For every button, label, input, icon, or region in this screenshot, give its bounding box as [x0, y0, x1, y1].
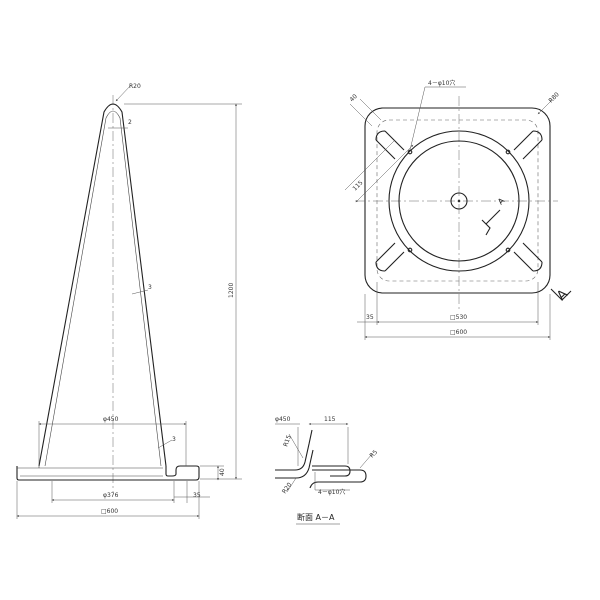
svg-text:A: A	[496, 196, 507, 207]
flange-label: 35	[193, 492, 201, 499]
base-thickness-leader	[157, 439, 173, 449]
base-inner-square	[376, 119, 539, 282]
holes-label: 4－φ10穴	[428, 79, 455, 87]
base-thickness-label: 3	[172, 436, 176, 443]
d376-label: φ376	[103, 492, 119, 499]
w600-label: □600	[101, 508, 118, 515]
cone-outline	[38, 103, 167, 467]
base-height-label: 40	[219, 468, 226, 476]
section-title: 断面 A－A	[297, 512, 335, 522]
height-label: 1200	[228, 283, 235, 298]
section-view: φ450 115 R15 R5 R20 4－φ10穴 断面 A－A	[275, 416, 379, 525]
corner-radius-label: R80	[547, 91, 560, 104]
cone-base-inner	[17, 466, 163, 477]
sec-r5-label: R5	[368, 449, 379, 460]
wall-thickness-label: 3	[148, 284, 152, 291]
tip-thickness-label: 2	[128, 119, 132, 126]
sec-115-label: 115	[324, 416, 336, 423]
sec-r5-leader	[359, 453, 373, 469]
top-view: 40 115 4－φ10穴 R80 A A □530 35 □60	[344, 79, 572, 340]
holes-leader	[409, 86, 426, 151]
slot-width-ext	[359, 98, 382, 121]
base-outer-square	[364, 107, 551, 294]
corner-radius-leader	[537, 99, 553, 115]
sec-r20-label: R20	[281, 481, 294, 495]
sec-r15-label: R15	[282, 434, 293, 448]
section-profile	[275, 429, 367, 489]
sec-d450-label: φ450	[275, 416, 291, 423]
center-point	[457, 199, 461, 203]
w530-label: □530	[450, 314, 467, 321]
slot-width-dim	[349, 103, 373, 127]
cone-inner-wall	[44, 110, 162, 467]
cone-base	[16, 465, 200, 481]
slot-bottom-left	[375, 242, 413, 272]
cone-top-hole	[450, 192, 468, 210]
section-marker-upper: A	[481, 196, 507, 236]
svg-text:A: A	[554, 287, 571, 304]
slot-top-right	[505, 130, 543, 160]
slot-bottom-right	[505, 242, 543, 272]
sec-r15-leader	[288, 433, 304, 459]
sec-holes-label: 4－φ10穴	[318, 488, 345, 496]
sec-r20-leader	[286, 477, 297, 493]
w600-top-label: □600	[450, 329, 467, 336]
section-marker-lower: A	[550, 287, 572, 304]
wall-thickness-leader	[131, 289, 149, 295]
slot-width-label: 40	[348, 93, 358, 103]
tip-radius-leader	[115, 84, 132, 102]
d450-label: φ450	[103, 416, 119, 423]
slot-length-ext	[344, 139, 396, 191]
slot-length-dim	[355, 144, 414, 203]
margin-label: 35	[366, 314, 374, 321]
side-view: 1200 40 R20 2 3 φ450 3 φ376 35	[16, 83, 242, 519]
tip-radius-label: R20	[129, 83, 141, 90]
